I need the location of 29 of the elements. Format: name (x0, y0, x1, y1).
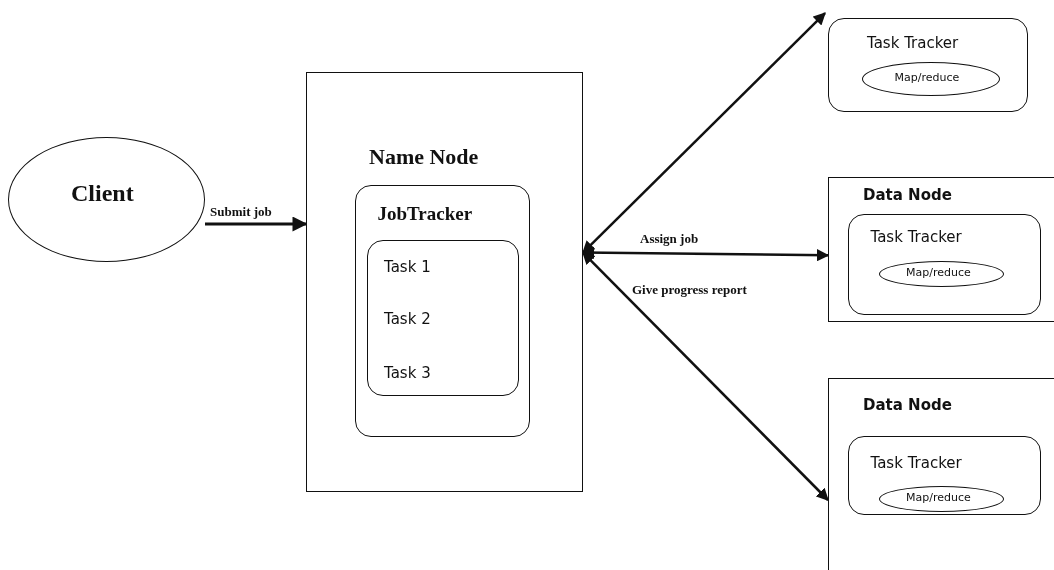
node-label: Task 3 (384, 365, 431, 382)
name-node-box (306, 72, 583, 492)
client-ellipse (8, 137, 205, 262)
arrow (582, 251, 829, 501)
node-label: Map/reduce (906, 492, 971, 505)
node-label: Task Tracker (867, 35, 959, 52)
task-tracker-box (847, 213, 1041, 315)
arrow (582, 12, 826, 254)
node-label: Map/reduce (894, 71, 960, 84)
data-node-box (828, 177, 1054, 322)
edge-label: Submit job (210, 205, 272, 220)
data-node-box (828, 378, 1054, 570)
node-label: Name Node (369, 145, 479, 170)
arrow (205, 216, 308, 232)
node-label: Data Node (863, 187, 952, 204)
task-tracker-box (828, 18, 1028, 112)
node-label: JobTracker (377, 203, 473, 225)
node-label: Task Tracker (870, 228, 962, 245)
arrow-label: Assign job (640, 232, 699, 247)
node-label: Task 2 (384, 311, 431, 328)
node-label: Client (71, 180, 134, 207)
node-label: Map/reduce (906, 267, 971, 280)
node-label: Task 1 (384, 259, 431, 276)
task-tracker-box (847, 435, 1041, 515)
jobtracker-box (354, 184, 530, 437)
node-label: Task Tracker (870, 454, 962, 471)
arrow-label: Give progress report (632, 283, 747, 298)
task-list-box (367, 240, 519, 396)
node-label: Data Node (863, 397, 952, 414)
